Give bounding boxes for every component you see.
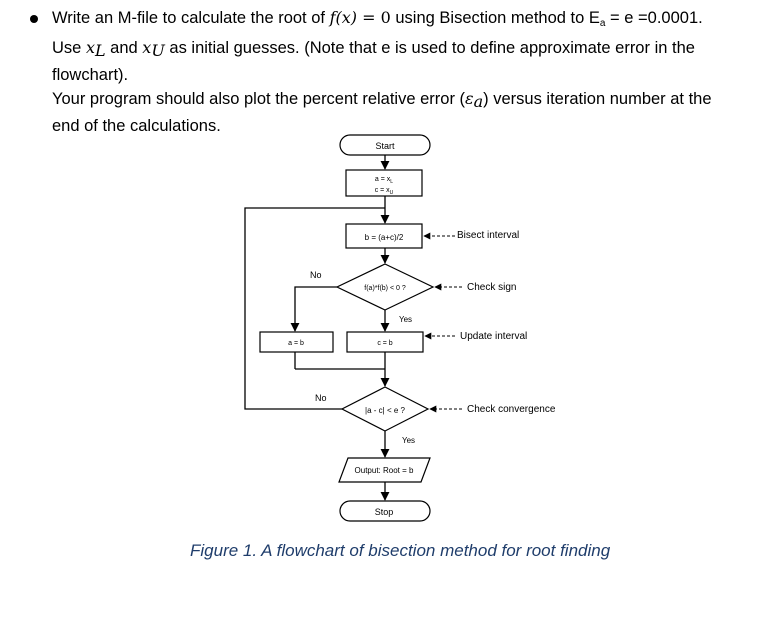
left-update-box (259, 331, 334, 353)
subscript: L (94, 41, 106, 60)
text-run: using Bisection method to E (390, 9, 600, 27)
sign-label: f(a)*f(b) < 0 ? (364, 285, 406, 292)
text-run: as initial guesses. (Note that e is used… (164, 39, 695, 57)
assignment-line-5: end of the calculations. (52, 117, 221, 135)
bisect-label: b = (a+c)/2 (365, 233, 404, 242)
math-fx: f(x) (329, 8, 358, 27)
assignment-text: Write an M-file to calculate the root of… (52, 6, 752, 138)
init-c-label: c = xU (375, 187, 394, 196)
output-parallelogram (338, 457, 431, 483)
math-xl: x (85, 38, 95, 57)
math-eq-zero: = 0 (357, 8, 391, 27)
assignment-line-3: flowchart). (52, 66, 129, 84)
no-label-sign: No (310, 270, 322, 280)
assignment-line-2: Use xL and xU as initial guesses. (Note … (52, 36, 752, 63)
start-label: Start (375, 141, 395, 151)
sign-note: Check sign (467, 282, 516, 293)
loop-back-line (244, 207, 385, 410)
update-label: c = b (377, 340, 392, 347)
math-xu: x (142, 38, 152, 57)
subscript: a (473, 92, 484, 111)
convergence-label: |a - c| < e ? (365, 406, 406, 415)
assignment-line-4: Your program should also plot the percen… (52, 87, 752, 114)
stop-terminal (339, 500, 431, 522)
left-update-label: a = b (288, 340, 304, 347)
output-label: Output: Root = b (355, 466, 414, 475)
text-run: = e =0.0001. (605, 9, 703, 27)
text-run: and (105, 39, 143, 57)
bullet-point (30, 15, 38, 23)
bisect-box (345, 223, 423, 249)
text-run: ) versus iteration number at the (483, 90, 712, 108)
update-note: Update interval (460, 331, 527, 342)
text-run: Use (52, 39, 86, 57)
no-label-convergence: No (315, 393, 327, 403)
bisect-note: Bisect interval (457, 230, 519, 241)
arrow-sign-no (290, 286, 337, 332)
subscript: U (151, 41, 165, 60)
convergence-note: Check convergence (467, 404, 556, 415)
stop-label: Stop (375, 507, 394, 517)
init-box (345, 169, 423, 197)
init-a-label: a = xL (375, 176, 393, 185)
text-run: Write an M-file to calculate the root of (52, 9, 330, 27)
assignment-line-1: Write an M-file to calculate the root of… (52, 6, 752, 36)
math-epsilon: ε (465, 89, 474, 108)
subscript: a (599, 18, 606, 29)
figure-caption: Figure 1. A flowchart of bisection metho… (190, 541, 611, 560)
yes-label-convergence: Yes (402, 436, 415, 445)
text-run: Your program should also plot the percen… (52, 90, 466, 108)
yes-label-sign: Yes (399, 315, 412, 324)
